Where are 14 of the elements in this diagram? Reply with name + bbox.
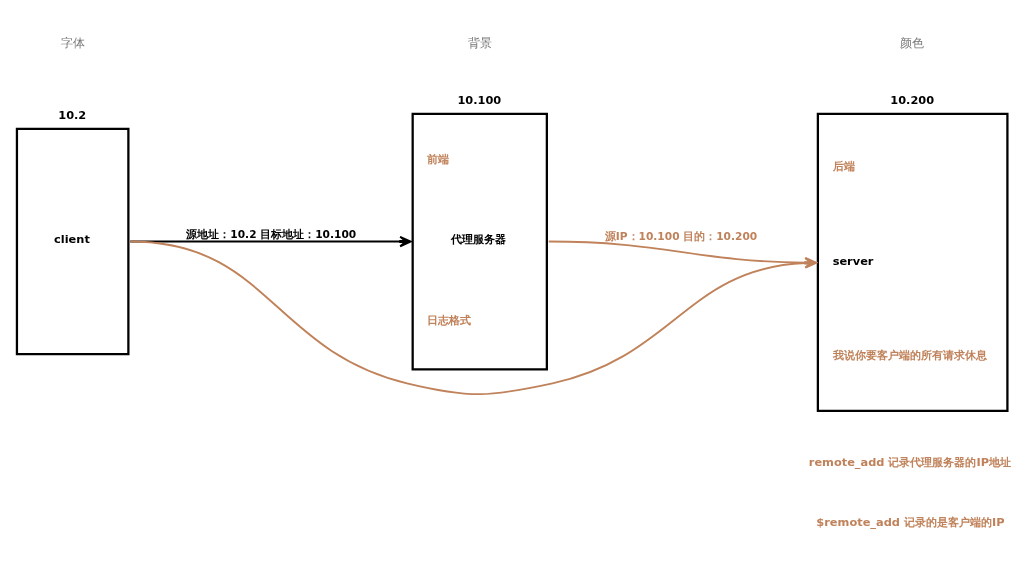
arrow <box>129 240 817 395</box>
label: $remote_add 记录的是客户端的IP <box>816 514 1005 529</box>
label: remote_add 记录代理服务器的IP地址 <box>808 454 1011 469</box>
label: 颜色 <box>900 35 925 50</box>
label: 字体 <box>60 35 85 50</box>
node-box: client <box>15 127 130 355</box>
node-label: 10.100 <box>457 92 502 107</box>
arrow <box>547 240 817 268</box>
label: 背景 <box>467 35 492 50</box>
node-box: 前端 代理服务器 日志格式 <box>411 112 548 370</box>
edge-label: 源IP：10.100 目的：10.200 <box>604 229 758 243</box>
node-label: 10.2 <box>58 107 87 122</box>
edge-label: 源地址：10.2 目标地址：10.100 <box>186 227 357 241</box>
node-label: 10.200 <box>890 92 935 107</box>
